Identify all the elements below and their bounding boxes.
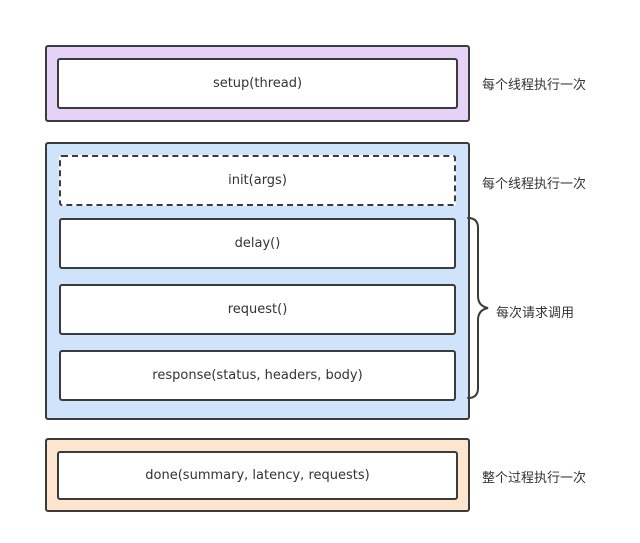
delay-function-box: delay() bbox=[59, 218, 456, 269]
setup-note: 每个线程执行一次 bbox=[482, 78, 587, 93]
done-function-label: done(summary, latency, requests) bbox=[145, 468, 370, 483]
done-function-box: done(summary, latency, requests) bbox=[57, 451, 458, 500]
response-function-box: response(status, headers, body) bbox=[59, 350, 456, 401]
init-function-box: init(args) bbox=[59, 155, 456, 206]
per-request-note: 每次请求调用 bbox=[496, 306, 575, 321]
done-note: 整个过程执行一次 bbox=[482, 471, 587, 486]
request-function-label: request() bbox=[227, 302, 288, 317]
setup-function-label: setup(thread) bbox=[212, 76, 303, 91]
request-function-box: request() bbox=[59, 284, 456, 335]
init-function-label: init(args) bbox=[228, 173, 287, 188]
setup-function-box: setup(thread) bbox=[57, 58, 458, 109]
response-function-label: response(status, headers, body) bbox=[152, 368, 363, 383]
per-request-brace bbox=[467, 217, 489, 399]
delay-function-label: delay() bbox=[234, 236, 281, 251]
init-note: 每个线程执行一次 bbox=[482, 177, 587, 192]
